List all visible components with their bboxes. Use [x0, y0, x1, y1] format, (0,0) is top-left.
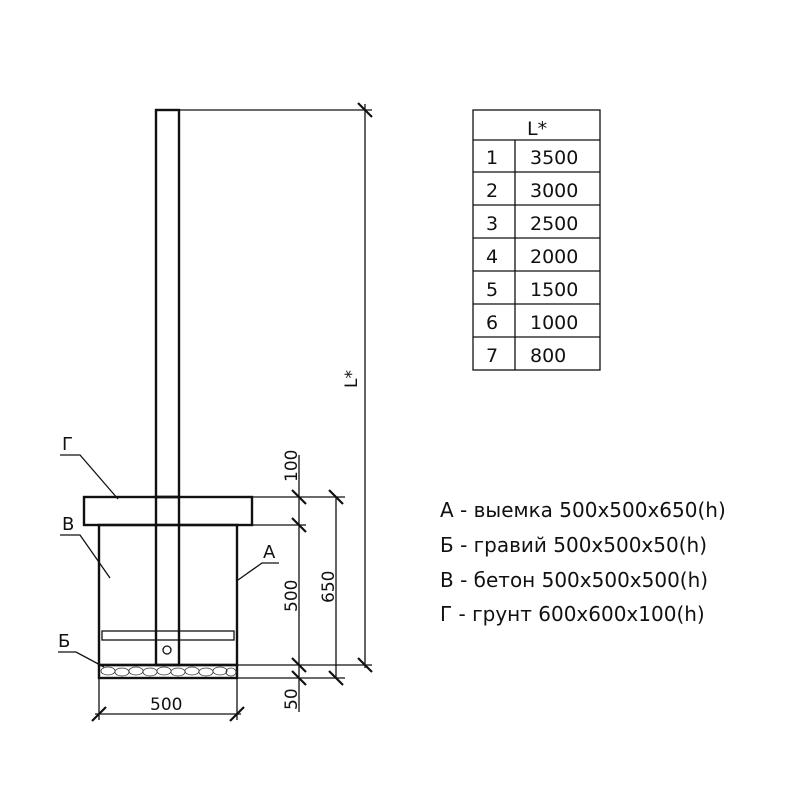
dim-50: 50 — [282, 688, 302, 710]
legend-item-b: Б - гравий 500x500x50(h) — [440, 533, 707, 557]
label-a: А — [263, 542, 276, 563]
table-row-value: 1000 — [530, 312, 578, 334]
label-g: Г — [62, 434, 73, 455]
dim-500-vertical: 500 — [282, 580, 302, 612]
legend-item-v: В - бетон 500x500x500(h) — [440, 568, 708, 592]
table-row-value: 3000 — [530, 180, 578, 202]
table-row-index: 6 — [486, 312, 498, 334]
table-row-index: 7 — [486, 345, 498, 367]
dim-length: L* — [342, 370, 362, 388]
table-row-index: 3 — [486, 213, 498, 235]
callout-labels: Г В А Б — [58, 434, 279, 668]
legend-item-a: А - выемка 500x500x650(h) — [440, 498, 726, 522]
table-header: L* — [527, 118, 547, 140]
materials-legend: А - выемка 500x500x650(h) Б - гравий 500… — [440, 498, 726, 626]
legend-item-g: Г - грунт 600x600x100(h) — [440, 602, 705, 626]
concrete-block — [97, 523, 239, 667]
table-row-index: 1 — [486, 147, 498, 169]
table-row-index: 5 — [486, 279, 498, 301]
label-b: Б — [58, 631, 70, 652]
anchor-crossbar — [101, 630, 235, 641]
length-table: L* 1 3500 2 3000 3 2500 4 2000 5 1500 6 … — [472, 109, 601, 371]
gravel-layer — [97, 663, 239, 680]
ground-slab — [82, 495, 254, 527]
table-row-value: 2000 — [530, 246, 578, 268]
table-row-value: 3500 — [530, 147, 578, 169]
dim-650: 650 — [319, 571, 339, 603]
table-row-value: 1500 — [530, 279, 578, 301]
pole-upper — [154, 108, 181, 499]
dim-100: 100 — [282, 450, 302, 482]
table-row-index: 4 — [486, 246, 498, 268]
dimension-lines: L* 100 500 50 650 500 — [91, 102, 373, 722]
pole-hole — [162, 645, 172, 655]
dim-500-horizontal: 500 — [150, 695, 182, 715]
table-row-value: 2500 — [530, 213, 578, 235]
pole-embedded — [154, 495, 181, 667]
table-row-index: 2 — [486, 180, 498, 202]
table-row-value: 800 — [530, 345, 566, 367]
label-v: В — [62, 514, 74, 535]
